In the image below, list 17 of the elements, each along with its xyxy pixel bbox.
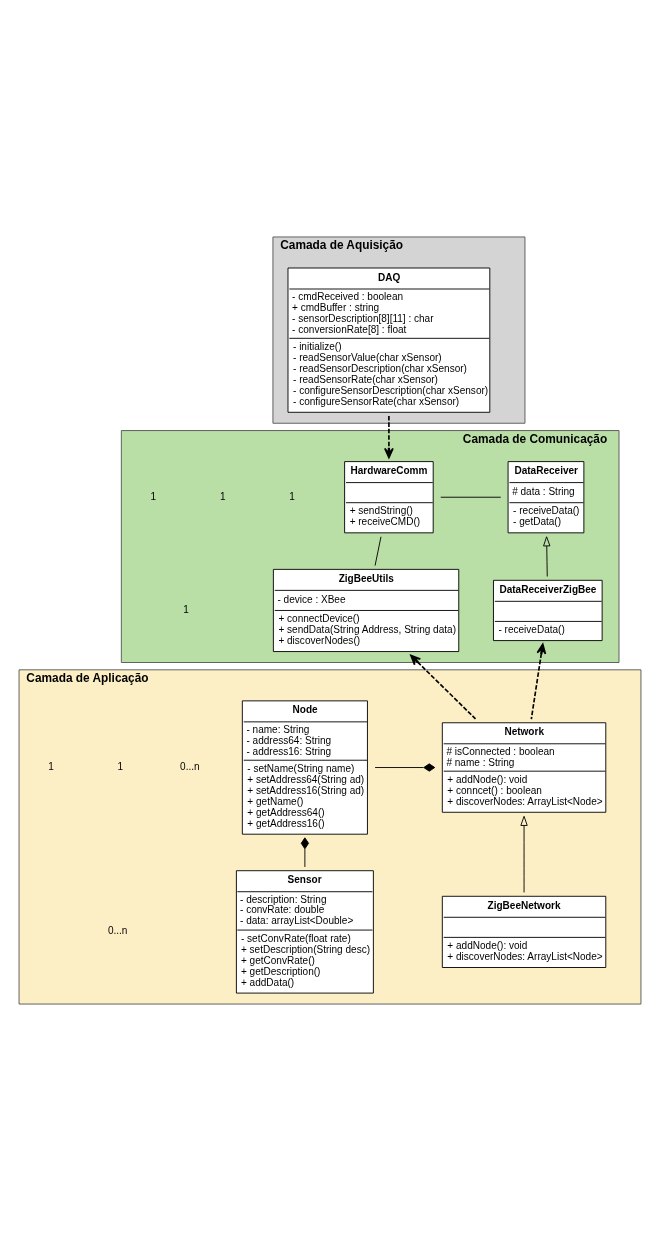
- label: 1: [219, 490, 226, 502]
- connector: [374, 763, 436, 772]
- label: 1: [183, 604, 189, 616]
- label: 0...n: [180, 761, 200, 773]
- arrow: [543, 536, 551, 577]
- arrow: [530, 643, 547, 720]
- label: 0...n: [107, 925, 128, 937]
- label: 1: [48, 761, 54, 773]
- label: 1: [289, 490, 295, 502]
- label: 1: [150, 490, 157, 502]
- arrow: [410, 654, 477, 720]
- connector: [374, 536, 382, 567]
- connector: [300, 837, 309, 868]
- label: 1: [117, 761, 124, 773]
- connector: [440, 496, 502, 498]
- arrow: [383, 415, 394, 459]
- arrow: [520, 815, 528, 893]
